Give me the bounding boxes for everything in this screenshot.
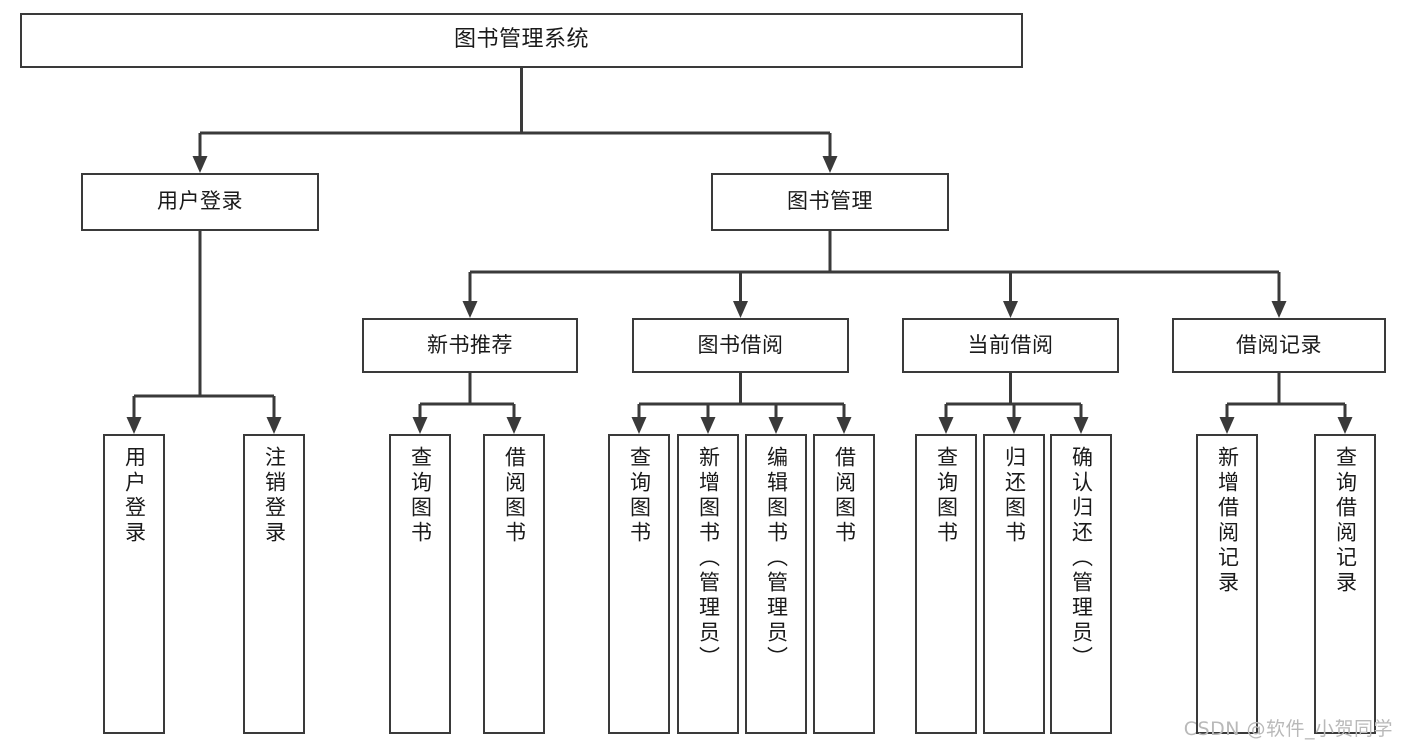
node-label: 借阅记录 (1236, 332, 1322, 357)
node-label: 借阅图书 (832, 446, 857, 546)
node-label: 查询借阅记录 (1333, 446, 1358, 596)
node-leaf-return-book[interactable]: 归还图书 (983, 434, 1045, 734)
node-label: 查询图书 (934, 446, 959, 546)
node-borrowing-record[interactable]: 借阅记录 (1172, 318, 1386, 373)
node-leaf-query-borrow-record[interactable]: 查询借阅记录 (1314, 434, 1376, 734)
node-new-book-recommendation[interactable]: 新书推荐 (362, 318, 578, 373)
node-label: 新增借阅记录 (1215, 446, 1240, 596)
node-leaf-query-book-1[interactable]: 查询图书 (389, 434, 451, 734)
node-label: 图书管理系统 (453, 27, 589, 53)
node-label: 注销登录 (262, 446, 287, 546)
node-current-borrowing[interactable]: 当前借阅 (902, 318, 1119, 373)
node-label: 查询图书 (627, 446, 652, 546)
node-leaf-borrow-book-2[interactable]: 借阅图书 (813, 434, 875, 734)
node-leaf-confirm-return-admin[interactable]: 确认归还（管理员） (1050, 434, 1112, 734)
node-label: 编辑图书（管理员） (764, 446, 789, 671)
node-leaf-edit-book-admin[interactable]: 编辑图书（管理员） (745, 434, 807, 734)
node-label: 图书管理 (787, 189, 873, 214)
watermark: CSDN @软件_小贺同学 (1183, 718, 1393, 740)
node-label: 图书借阅 (697, 332, 784, 357)
node-leaf-logout[interactable]: 注销登录 (243, 434, 305, 734)
node-label: 用户登录 (122, 446, 147, 546)
node-book-borrowing[interactable]: 图书借阅 (632, 318, 849, 373)
node-leaf-user-login[interactable]: 用户登录 (103, 434, 165, 734)
node-leaf-query-book-2[interactable]: 查询图书 (608, 434, 670, 734)
node-user-login[interactable]: 用户登录 (81, 173, 319, 231)
node-label: 当前借阅 (967, 332, 1054, 357)
node-label: 新书推荐 (427, 332, 513, 357)
node-label: 用户登录 (157, 189, 243, 214)
node-label: 查询图书 (408, 446, 433, 546)
node-leaf-query-book-3[interactable]: 查询图书 (915, 434, 977, 734)
node-leaf-borrow-book-1[interactable]: 借阅图书 (483, 434, 545, 734)
node-leaf-add-book-admin[interactable]: 新增图书（管理员） (677, 434, 739, 734)
node-label: 确认归还（管理员） (1069, 446, 1094, 671)
node-label: 借阅图书 (502, 446, 527, 546)
node-book-management[interactable]: 图书管理 (711, 173, 949, 231)
node-leaf-add-borrow-record[interactable]: 新增借阅记录 (1196, 434, 1258, 734)
node-label: 归还图书 (1002, 446, 1027, 546)
node-root-book-management-system[interactable]: 图书管理系统 (20, 13, 1023, 68)
node-label: 新增图书（管理员） (696, 446, 721, 671)
